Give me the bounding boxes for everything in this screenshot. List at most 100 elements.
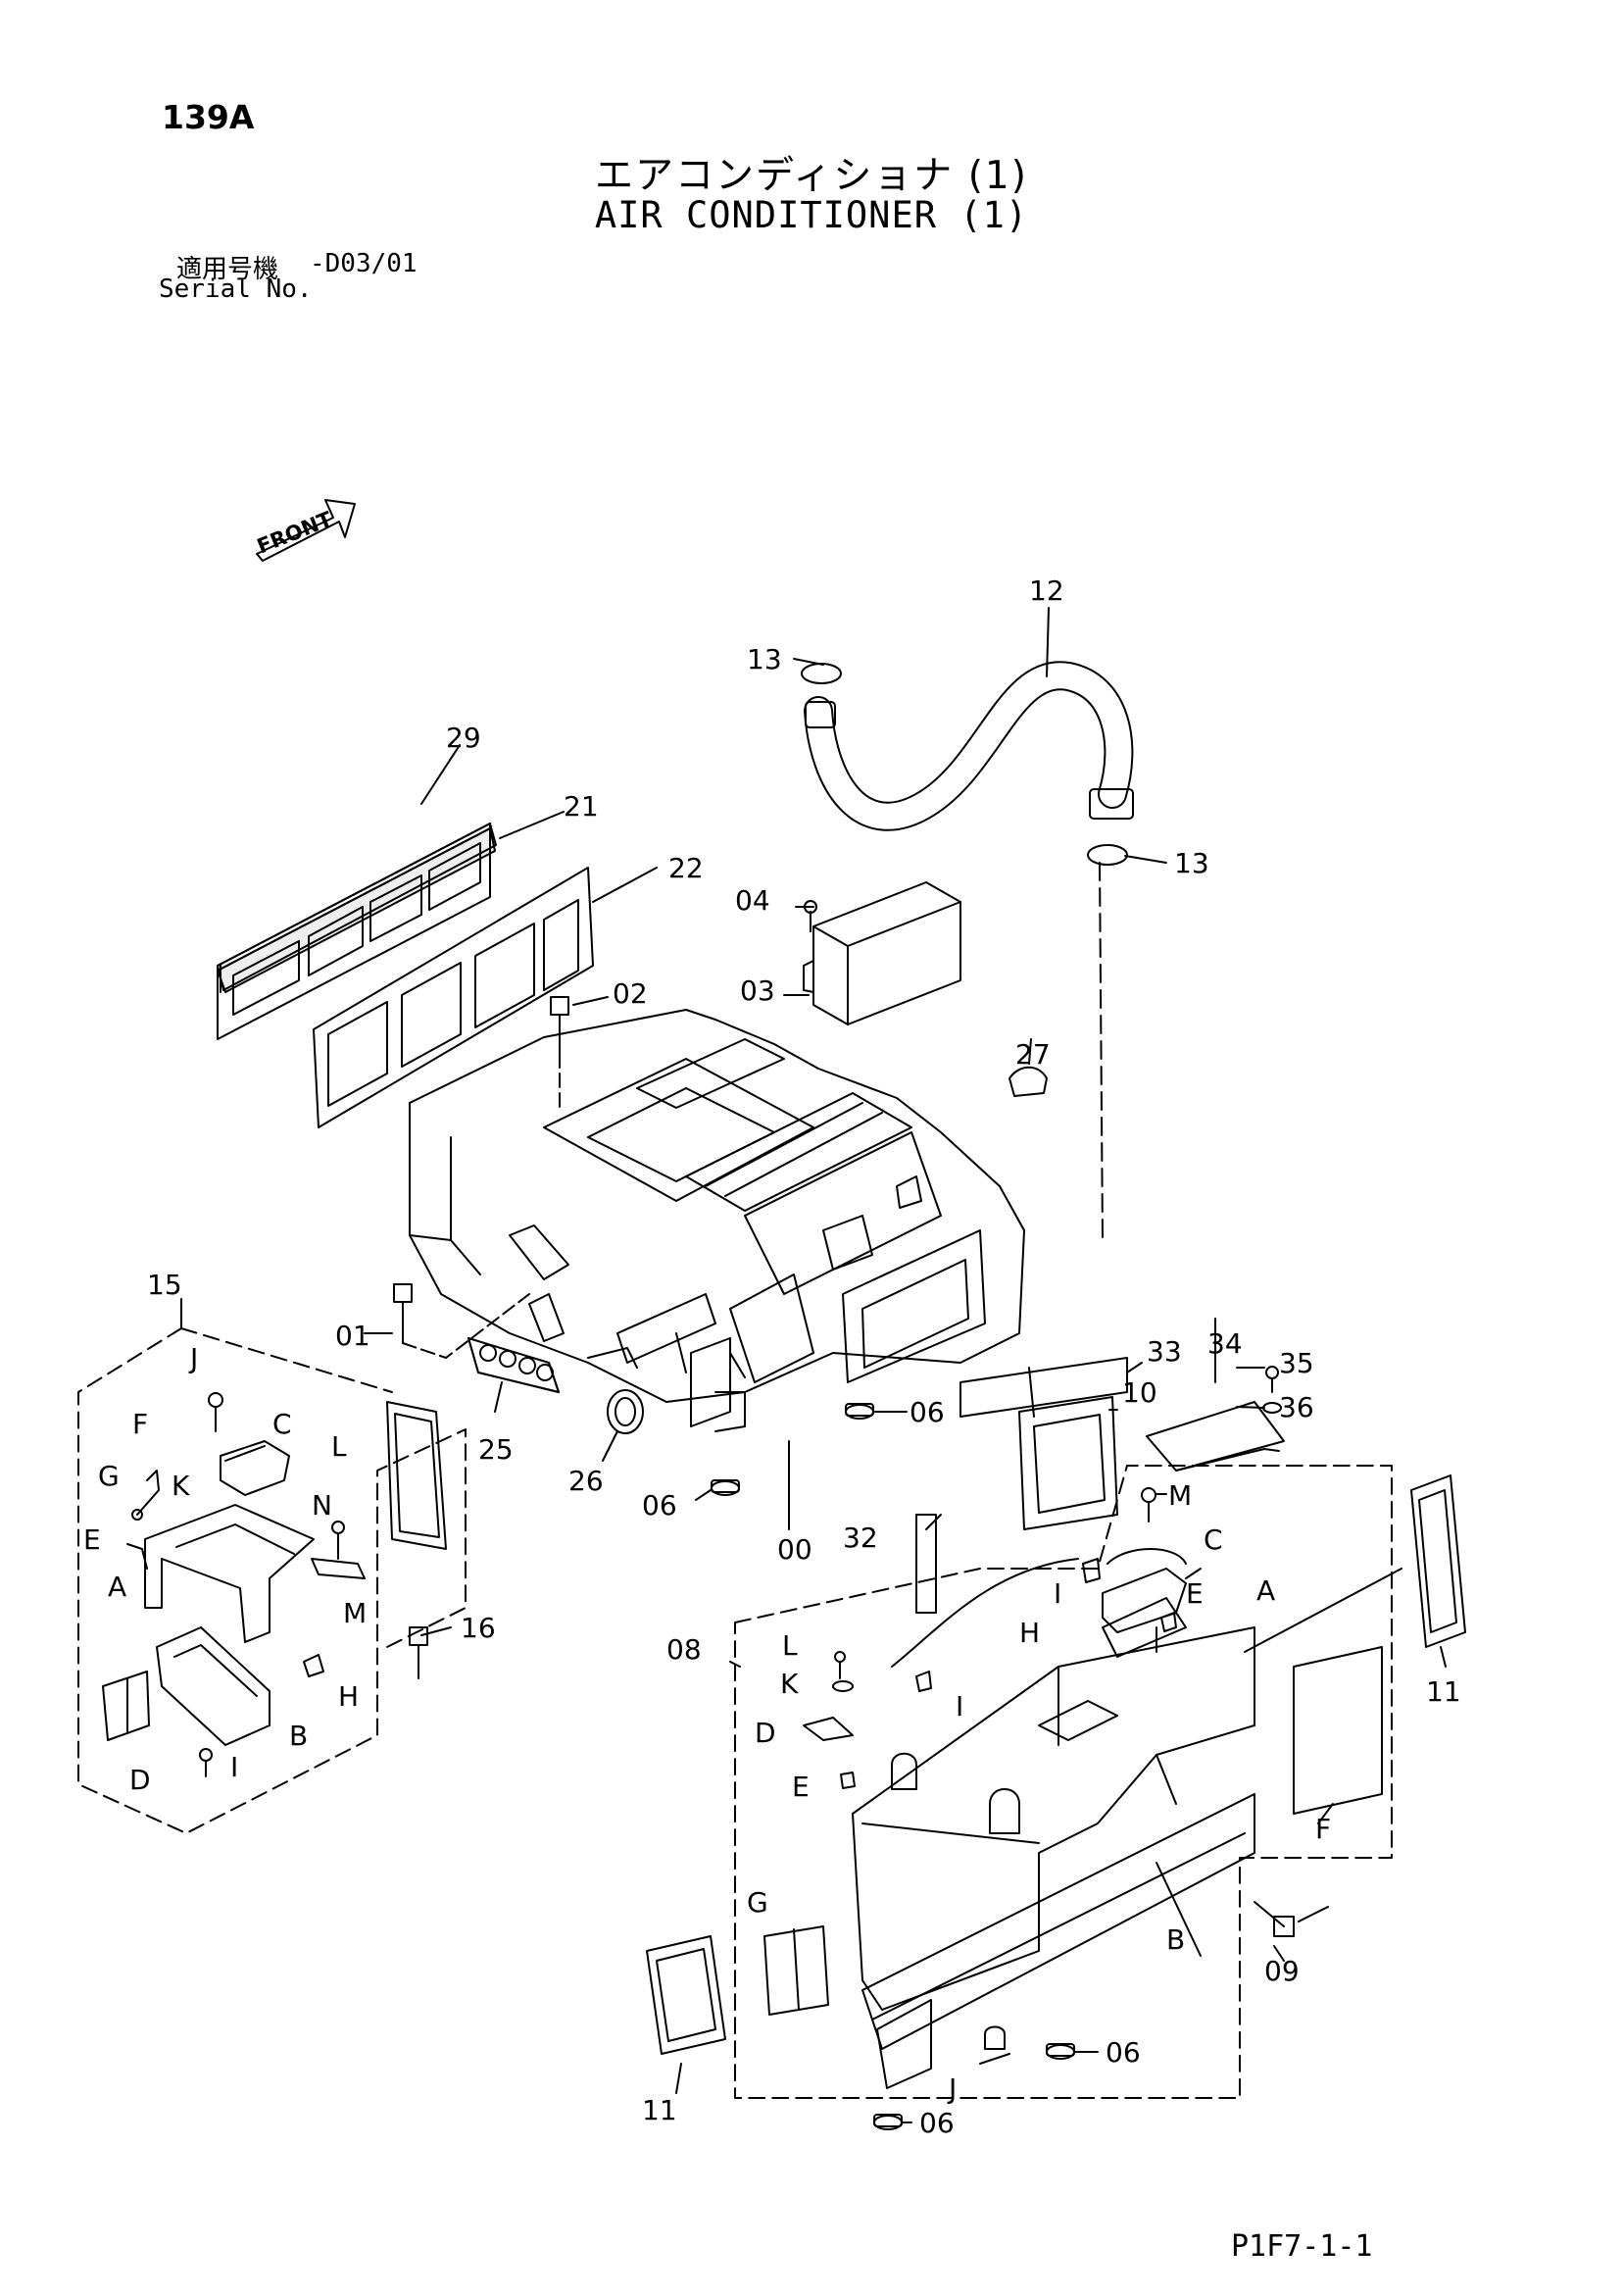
actuator-C-left <box>220 1440 290 1496</box>
page-number: 139A <box>162 98 255 136</box>
callout-06-bottom: 06 <box>919 2107 955 2139</box>
letter-H-right: H <box>1019 1617 1040 1649</box>
bracket-M-left <box>311 1521 366 1579</box>
bolt-02 <box>550 996 569 1114</box>
callout-22: 22 <box>668 852 704 884</box>
front-arrow-icon: FRONT <box>254 499 356 562</box>
grommet-06-mid <box>711 1479 740 1496</box>
letter-J-right: J <box>947 2072 957 2105</box>
bolt-09 <box>1254 1901 1295 1937</box>
callout-02: 02 <box>613 977 648 1010</box>
callout-26: 26 <box>568 1465 604 1497</box>
letter-E-left: E <box>83 1523 101 1556</box>
callout-10: 10 <box>1122 1376 1157 1409</box>
clip-H-left <box>303 1654 324 1677</box>
seal-10 <box>1018 1396 1118 1530</box>
controller-box <box>803 881 961 1025</box>
grommet-plate <box>467 1337 560 1393</box>
link-H-right <box>891 1558 1079 1668</box>
callout-09: 09 <box>1264 1955 1300 1987</box>
title-japanese: エアコンディショナ (1) <box>595 154 1028 198</box>
callout-27: 27 <box>1015 1038 1051 1071</box>
callout-29: 29 <box>446 722 481 754</box>
stem-J-right <box>984 2025 1006 2050</box>
letter-I-right-lower: I <box>956 1690 963 1722</box>
callout-13-top: 13 <box>747 643 782 675</box>
letter-M-left: M <box>343 1597 367 1629</box>
leader-lines <box>180 607 1447 2123</box>
letter-C-right: C <box>1204 1523 1223 1556</box>
letter-B-right: B <box>1166 1923 1185 1956</box>
sub-part-letters-left: J F C G K E L N A M H B I D <box>83 1342 367 1796</box>
duct-08-box <box>734 1465 1393 2099</box>
callout-06-top: 06 <box>910 1396 945 1428</box>
callout-33: 33 <box>1147 1335 1182 1368</box>
flap-D-left <box>102 1671 150 1741</box>
callout-06-bottom-right: 06 <box>1106 2036 1141 2069</box>
seal-11-right <box>1410 1474 1466 1648</box>
callout-11-right: 11 <box>1426 1675 1461 1708</box>
title-english: AIR CONDITIONER (1) <box>594 194 1029 236</box>
serial-number-range: -D03/01 <box>310 249 418 278</box>
letter-G-right: G <box>747 1886 768 1919</box>
letter-J-left: J <box>188 1342 198 1374</box>
air-filter-element <box>313 867 594 1128</box>
callout-32: 32 <box>843 1522 878 1554</box>
serial-label-japanese: 適用号機 <box>176 255 279 284</box>
seal-11-left <box>646 1935 726 2055</box>
letter-C-left: C <box>272 1408 292 1440</box>
callout-21: 21 <box>564 790 599 823</box>
grommet-06-top <box>845 1403 874 1420</box>
callout-25: 25 <box>478 1433 514 1466</box>
link-F-left <box>126 1470 160 1570</box>
letter-A-right: A <box>1256 1574 1275 1607</box>
callout-11-left: 11 <box>642 2094 677 2126</box>
callout-03: 03 <box>740 974 775 1007</box>
cover-B-left <box>156 1626 270 1746</box>
letter-I-right-upper: I <box>1054 1577 1061 1610</box>
letter-E-right-upper: E <box>1186 1577 1204 1610</box>
drain-hose <box>801 661 1134 1241</box>
clip-27 <box>1008 1066 1048 1097</box>
cover-34 <box>1146 1401 1285 1472</box>
callout-00: 00 <box>777 1533 812 1566</box>
callout-12: 12 <box>1029 574 1064 607</box>
callout-16: 16 <box>461 1612 496 1644</box>
letter-H-left: H <box>338 1680 359 1713</box>
sub-part-letters-right: M C I E A H L K I D E F G B J <box>747 1479 1331 2105</box>
letter-G-left: G <box>98 1460 120 1492</box>
drawing-code: P1F7-1-1 <box>1231 2229 1373 2264</box>
letter-N-left: N <box>312 1489 332 1522</box>
callout-34: 34 <box>1207 1327 1243 1360</box>
grommet-06-bottom <box>873 2114 903 2130</box>
flap-F-right <box>1293 1646 1383 1815</box>
letter-L-left: L <box>331 1430 347 1463</box>
letter-K-left: K <box>172 1470 190 1502</box>
air-conditioner-unit <box>409 1009 1025 1432</box>
flap-G-right <box>763 1925 829 2016</box>
letter-D-right: D <box>755 1717 776 1749</box>
clip-I-right <box>1082 1558 1101 1583</box>
front-label: FRONT <box>254 507 336 559</box>
letter-B-left: B <box>289 1720 308 1752</box>
screw-I-left <box>199 1748 213 1777</box>
screw-35 <box>1265 1366 1279 1393</box>
letter-M-right: M <box>1168 1479 1192 1512</box>
duct-assembly-15-box <box>77 1327 467 1834</box>
seal-L-left <box>386 1401 447 1550</box>
clip-E-right <box>1160 1612 1177 1632</box>
bolt-01 <box>393 1283 530 1359</box>
small-parts-right-stack <box>803 1651 932 1789</box>
gasket-33 <box>959 1357 1128 1418</box>
serial-label-english: Serial No. <box>159 275 313 304</box>
letter-A-left: A <box>108 1571 126 1603</box>
screw-M-right <box>1141 1487 1156 1522</box>
air-filter-frame <box>217 823 497 1040</box>
grommet-06-bottom-right <box>1046 2043 1075 2060</box>
callout-15: 15 <box>147 1269 182 1301</box>
screw-J-left <box>208 1392 223 1432</box>
callout-04: 04 <box>735 884 770 917</box>
callout-35: 35 <box>1279 1347 1314 1379</box>
callout-36: 36 <box>1279 1391 1314 1423</box>
